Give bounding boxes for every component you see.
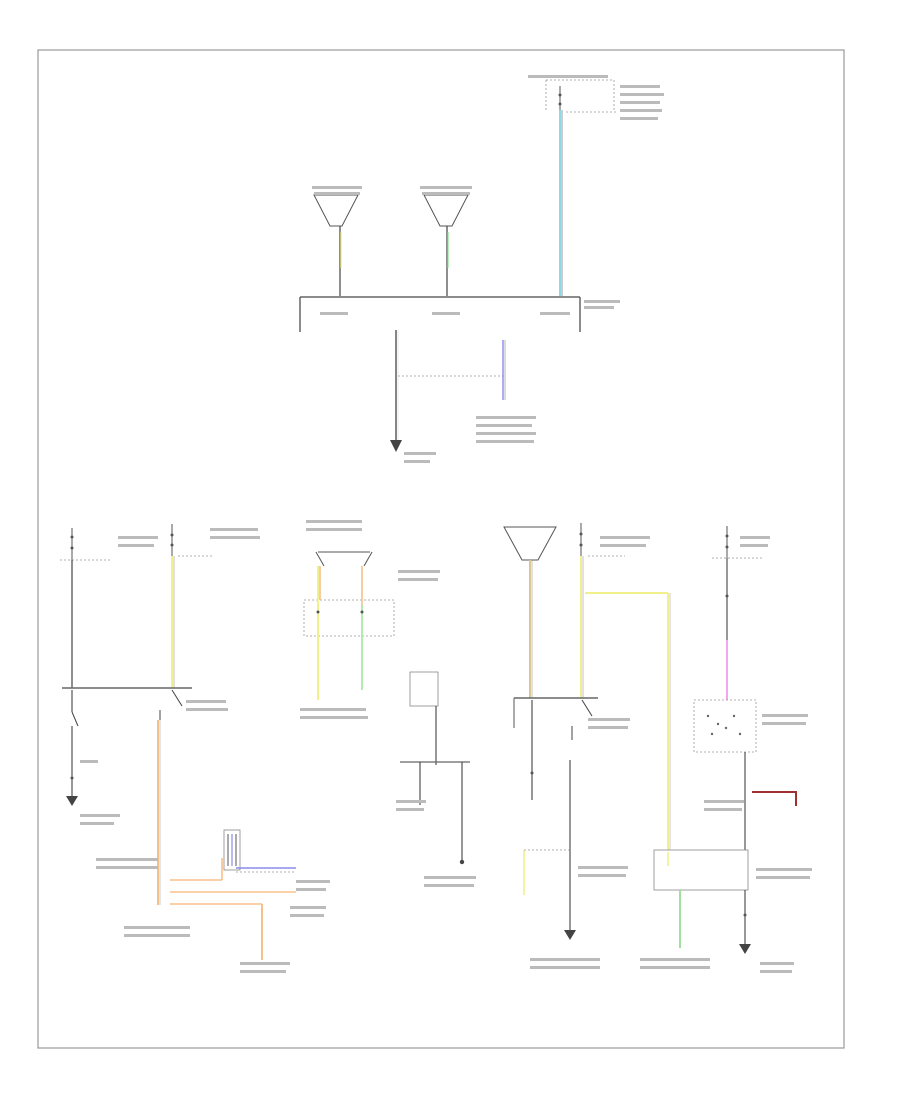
module-bar-top — [299, 296, 581, 332]
fuse-right-center — [579, 523, 625, 557]
wire-red-right — [752, 791, 797, 806]
connector-funnel-right — [503, 526, 557, 561]
fuse-left-b — [170, 524, 212, 557]
connector-funnel-left — [313, 194, 359, 296]
connector-center-funnel — [315, 551, 373, 567]
label-placeholders — [80, 75, 812, 973]
fuse-right — [712, 526, 762, 559]
connector-funnel-mid — [423, 194, 469, 296]
diagram-border — [37, 49, 845, 1049]
ground-symbol-top — [390, 440, 402, 452]
connector-block-lower-left — [223, 829, 241, 871]
fuse-left-a — [60, 528, 110, 561]
switch-box-center — [303, 599, 395, 637]
splice-center — [459, 859, 465, 865]
module-box-center — [409, 671, 439, 707]
switch-module-right — [693, 699, 757, 753]
module-box-right — [653, 849, 749, 891]
fuse-hot-at-all-times-top — [545, 79, 616, 113]
